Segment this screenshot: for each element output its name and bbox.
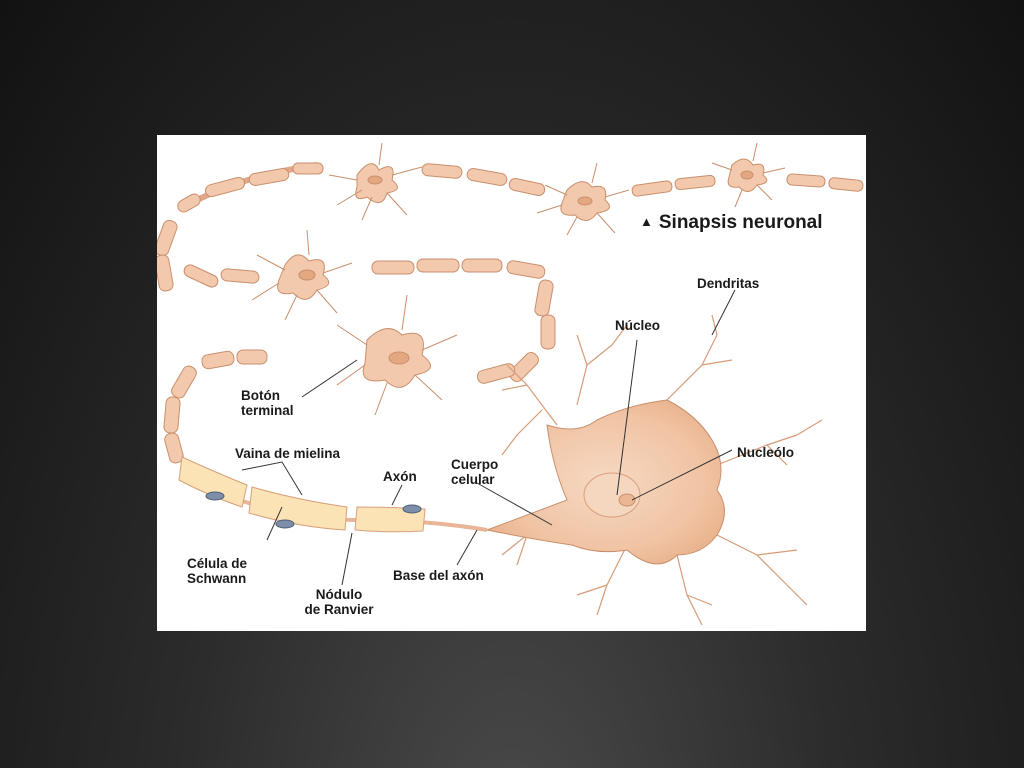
- neuron-diagram: ▲ Sinapsis neuronal Dendritas Núcleo Nucl…: [157, 135, 866, 631]
- schwann-nucleus: [402, 504, 422, 514]
- triangle-marker-icon: ▲: [640, 214, 653, 229]
- label-nodulo-ranvier: Nódulo de Ranvier: [291, 587, 387, 617]
- neuron-top-3: [711, 142, 786, 208]
- schwann-nucleus: [275, 519, 295, 529]
- top-axon-chain: [157, 162, 864, 464]
- schwann-nucleus: [205, 491, 225, 501]
- label-boton-line1: Botón: [241, 388, 280, 403]
- diagram-title: ▲ Sinapsis neuronal: [640, 211, 823, 234]
- small-neurons: [251, 142, 786, 416]
- label-celula-line2: Schwann: [187, 571, 247, 586]
- label-cuerpo-line2: celular: [451, 472, 495, 487]
- neuron-top-1: [328, 142, 423, 221]
- label-boton-terminal: Botón terminal: [241, 388, 294, 418]
- label-celula-line1: Célula de: [187, 556, 248, 571]
- label-dendritas: Dendritas: [697, 276, 760, 291]
- main-nucleolus: [618, 493, 636, 507]
- label-boton-line2: terminal: [241, 403, 294, 418]
- neuron-mid-2: [336, 294, 458, 416]
- label-celula-schwann: Célula de Schwann: [187, 556, 247, 586]
- label-nodulo-line2: de Ranvier: [304, 602, 374, 617]
- neuron-top-2: [536, 162, 630, 236]
- label-nucleo: Núcleo: [615, 318, 661, 333]
- diagram-title-text: Sinapsis neuronal: [658, 212, 823, 233]
- leader-lines: [241, 289, 736, 586]
- label-axon: Axón: [383, 469, 417, 484]
- label-nodulo-line1: Nódulo: [315, 587, 363, 602]
- label-cuerpo-line1: Cuerpo: [451, 457, 499, 472]
- myelinated-axon: [178, 456, 488, 533]
- label-nucleolo: Nucleólo: [737, 445, 795, 460]
- label-cuerpo-celular: Cuerpo celular: [451, 457, 498, 487]
- label-base-axon: Base del axón: [393, 568, 484, 583]
- label-vaina-mielina: Vaina de mielina: [235, 446, 341, 461]
- neuron-mid-1: [251, 229, 353, 321]
- neuron-illustration: [157, 142, 864, 626]
